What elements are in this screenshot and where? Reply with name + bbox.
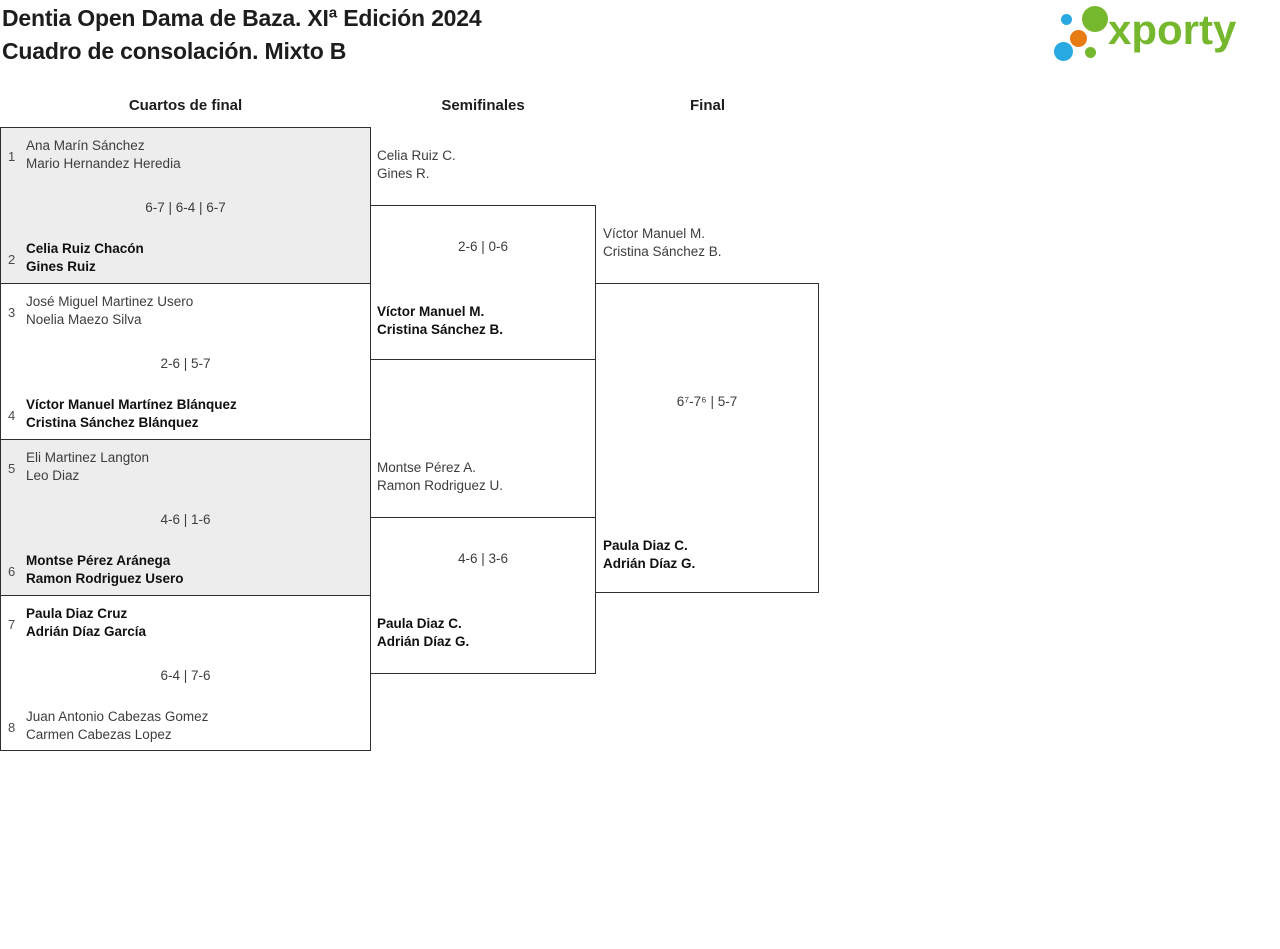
player-name: Paula Diaz Cruz	[26, 606, 128, 621]
tournament-title: Dentia Open Dama de Baza. XIª Edición 20…	[2, 5, 482, 31]
match-score: 6-7 | 6-4 | 6-7	[145, 200, 226, 215]
team-name: Paula Diaz C. Adrián Díaz G.	[377, 615, 469, 651]
player-name: Adrián Díaz García	[26, 624, 147, 639]
player-name: Gines Ruiz	[26, 259, 96, 274]
match-score: 4-6 | 3-6	[457, 551, 509, 566]
match-score: 2-6 | 5-7	[160, 356, 211, 371]
player-name: Montse Pérez A.	[377, 460, 477, 475]
player-name: Cristina Sánchez B.	[377, 322, 504, 337]
team-name: Ana Marín Sánchez Mario Hernandez Heredi…	[26, 137, 181, 173]
player-name: Adrián Díaz G.	[377, 634, 470, 649]
seed-number: 7	[8, 617, 16, 632]
seed-number: 2	[8, 252, 16, 267]
player-name: Adrián Díaz G.	[603, 556, 696, 571]
page-title: Dentia Open Dama de Baza. XIª Edición 20…	[2, 2, 482, 68]
logo-dot-orange	[1070, 30, 1087, 47]
team-name: Juan Antonio Cabezas Gomez Carmen Cabeza…	[26, 708, 208, 744]
match-score: 6⁷-7⁶ | 5-7	[676, 394, 738, 409]
match-score: 4-6 | 1-6	[160, 512, 211, 527]
round-header-quarterfinals: Cuartos de final	[128, 97, 243, 114]
player-name: Leo Diaz	[26, 468, 80, 483]
team-name: Montse Pérez A. Ramon Rodriguez U.	[377, 459, 503, 495]
seed-number: 3	[8, 305, 16, 320]
qf-match-2: 3 José Miguel Martinez Usero Noelia Maez…	[0, 283, 371, 440]
player-name: José Miguel Martinez Usero	[26, 294, 194, 309]
bracket-subtitle: Cuadro de consolación. Mixto B	[2, 38, 347, 64]
match-score: 2-6 | 0-6	[457, 239, 509, 254]
player-name: Carmen Cabezas Lopez	[26, 727, 172, 742]
team-name: Montse Pérez Aránega Ramon Rodriguez Use…	[26, 552, 184, 588]
seed-number: 4	[8, 408, 16, 423]
player-name: Ana Marín Sánchez	[26, 138, 145, 153]
team-name: Celia Ruiz C. Gines R.	[377, 147, 456, 183]
player-name: Noelia Maezo Silva	[26, 312, 142, 327]
qf-match-4: 7 Paula Diaz Cruz Adrián Díaz García 6-4…	[0, 595, 371, 751]
qf-match-1: 1 Ana Marín Sánchez Mario Hernandez Here…	[0, 127, 371, 284]
team-name: Víctor Manuel M. Cristina Sánchez B.	[377, 303, 503, 339]
player-name: Paula Diaz C.	[603, 538, 688, 553]
round-header-semifinals: Semifinales	[441, 97, 525, 114]
player-name: Celia Ruiz C.	[377, 148, 456, 163]
round-header-final: Final	[689, 97, 725, 114]
player-name: Juan Antonio Cabezas Gomez	[26, 709, 209, 724]
final-match: 6⁷-7⁶ | 5-7	[595, 283, 819, 593]
team-name: Paula Diaz C. Adrián Díaz G.	[603, 537, 695, 573]
player-name: Gines R.	[377, 166, 430, 181]
team-name: Víctor Manuel Martínez Blánquez Cristina…	[26, 396, 237, 432]
xporty-logo[interactable]: xporty	[1050, 0, 1280, 72]
logo-dot-blue-large	[1054, 42, 1073, 61]
seed-number: 1	[8, 149, 16, 164]
player-name: Víctor Manuel Martínez Blánquez	[26, 397, 237, 412]
player-name: Paula Diaz C.	[377, 616, 462, 631]
team-name: Paula Diaz Cruz Adrián Díaz García	[26, 605, 146, 641]
team-name: Eli Martinez Langton Leo Diaz	[26, 449, 149, 485]
logo-wordmark: xporty	[1108, 6, 1237, 53]
logo-dot-green-small	[1085, 47, 1096, 58]
player-name: Celia Ruiz Chacón	[26, 241, 144, 256]
logo-dot-blue-small	[1061, 14, 1072, 25]
match-score: 6-4 | 7-6	[160, 668, 211, 683]
seed-number: 8	[8, 720, 16, 735]
team-name: Víctor Manuel M. Cristina Sánchez B.	[603, 225, 722, 261]
seed-number: 6	[8, 564, 16, 579]
player-name: Montse Pérez Aránega	[26, 553, 171, 568]
player-name: Víctor Manuel M.	[603, 226, 706, 241]
player-name: Ramon Rodriguez Usero	[26, 571, 184, 586]
logo-dot-green-large	[1082, 6, 1108, 32]
team-name: José Miguel Martinez Usero Noelia Maezo …	[26, 293, 193, 329]
qf-match-3: 5 Eli Martinez Langton Leo Diaz 4-6 | 1-…	[0, 439, 371, 596]
player-name: Eli Martinez Langton	[26, 450, 150, 465]
player-name: Cristina Sánchez B.	[603, 244, 722, 259]
player-name: Mario Hernandez Heredia	[26, 156, 181, 171]
player-name: Víctor Manuel M.	[377, 304, 485, 319]
team-name: Celia Ruiz Chacón Gines Ruiz	[26, 240, 144, 276]
sf-match-1: 2-6 | 0-6	[370, 205, 596, 360]
seed-number: 5	[8, 461, 16, 476]
player-name: Cristina Sánchez Blánquez	[26, 415, 199, 430]
sf-match-2: 4-6 | 3-6	[370, 517, 596, 674]
player-name: Ramon Rodriguez U.	[377, 478, 504, 493]
